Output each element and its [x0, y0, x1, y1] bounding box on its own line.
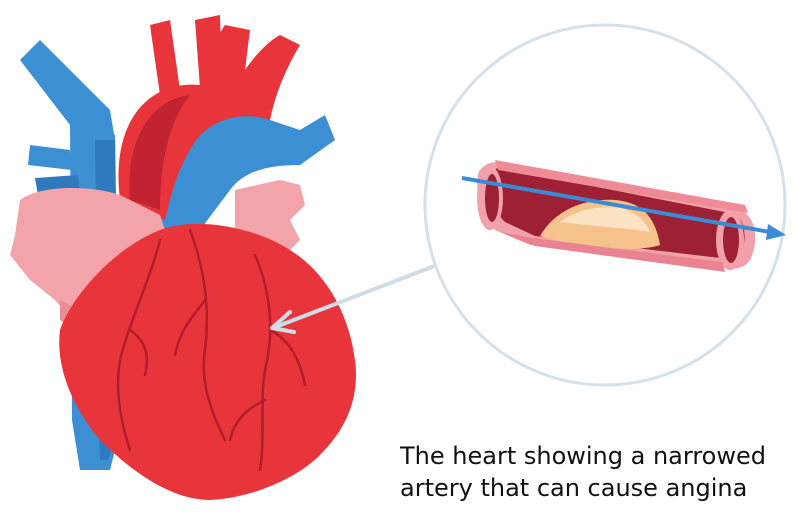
left-vein-branch — [28, 145, 72, 170]
caption: The heart showing a narrowed artery that… — [400, 440, 798, 504]
aorta-branch-1 — [150, 20, 180, 95]
aorta-branch-2 — [195, 15, 222, 88]
caption-line-1: The heart showing a narrowed — [400, 440, 798, 472]
caption-line-2: artery that can cause angina — [400, 472, 798, 504]
heart — [10, 15, 356, 500]
magnifier — [425, 25, 786, 385]
